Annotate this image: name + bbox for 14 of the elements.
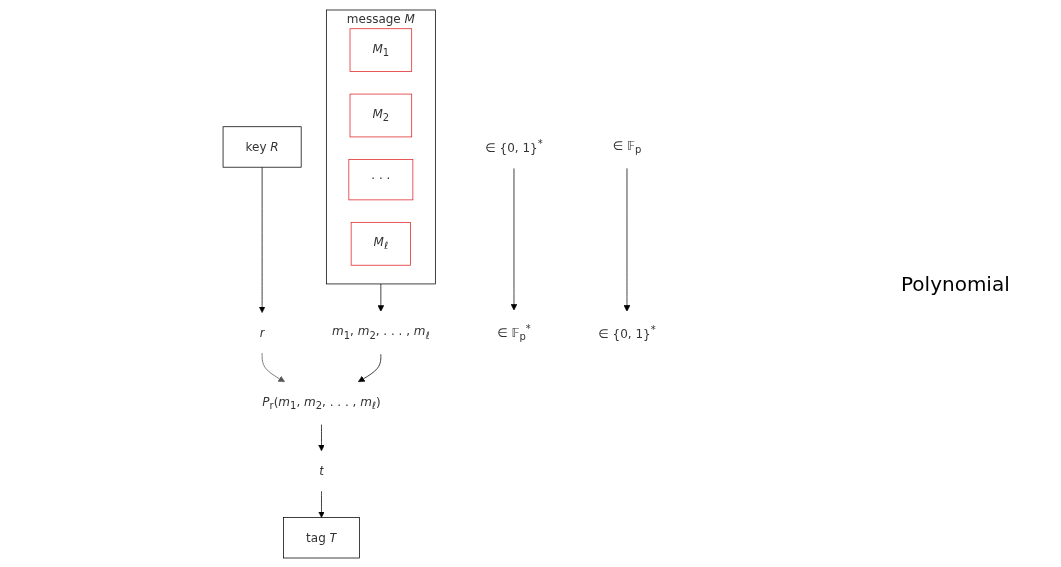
node-text: ∈ 𝔽$_{p}$ [612, 137, 642, 155]
node-box: · · · [348, 158, 414, 200]
node-box: M$_{1}$ [349, 27, 412, 72]
node-text: t [319, 463, 324, 478]
node-text: ∈ {0, 1}$^{*}$ [485, 137, 543, 155]
node-text: ∈ {0, 1}$^{*}$ [598, 323, 656, 341]
node-box: tag T [283, 516, 360, 558]
node-text: r [259, 324, 265, 340]
node-box: M$_{ℓ}$ [350, 221, 411, 266]
annotation-text: Polynomial [901, 271, 1011, 296]
node-box: M$_{2}$ [349, 93, 412, 137]
node-box: key R [222, 125, 302, 168]
node-text: m$_{1}$, m$_{2}$, . . . , m$_{ℓ}$ [331, 323, 430, 341]
node-text: P$_{r}$(m$_{1}$, m$_{2}$, . . . , m$_{ℓ}$) [262, 393, 381, 411]
